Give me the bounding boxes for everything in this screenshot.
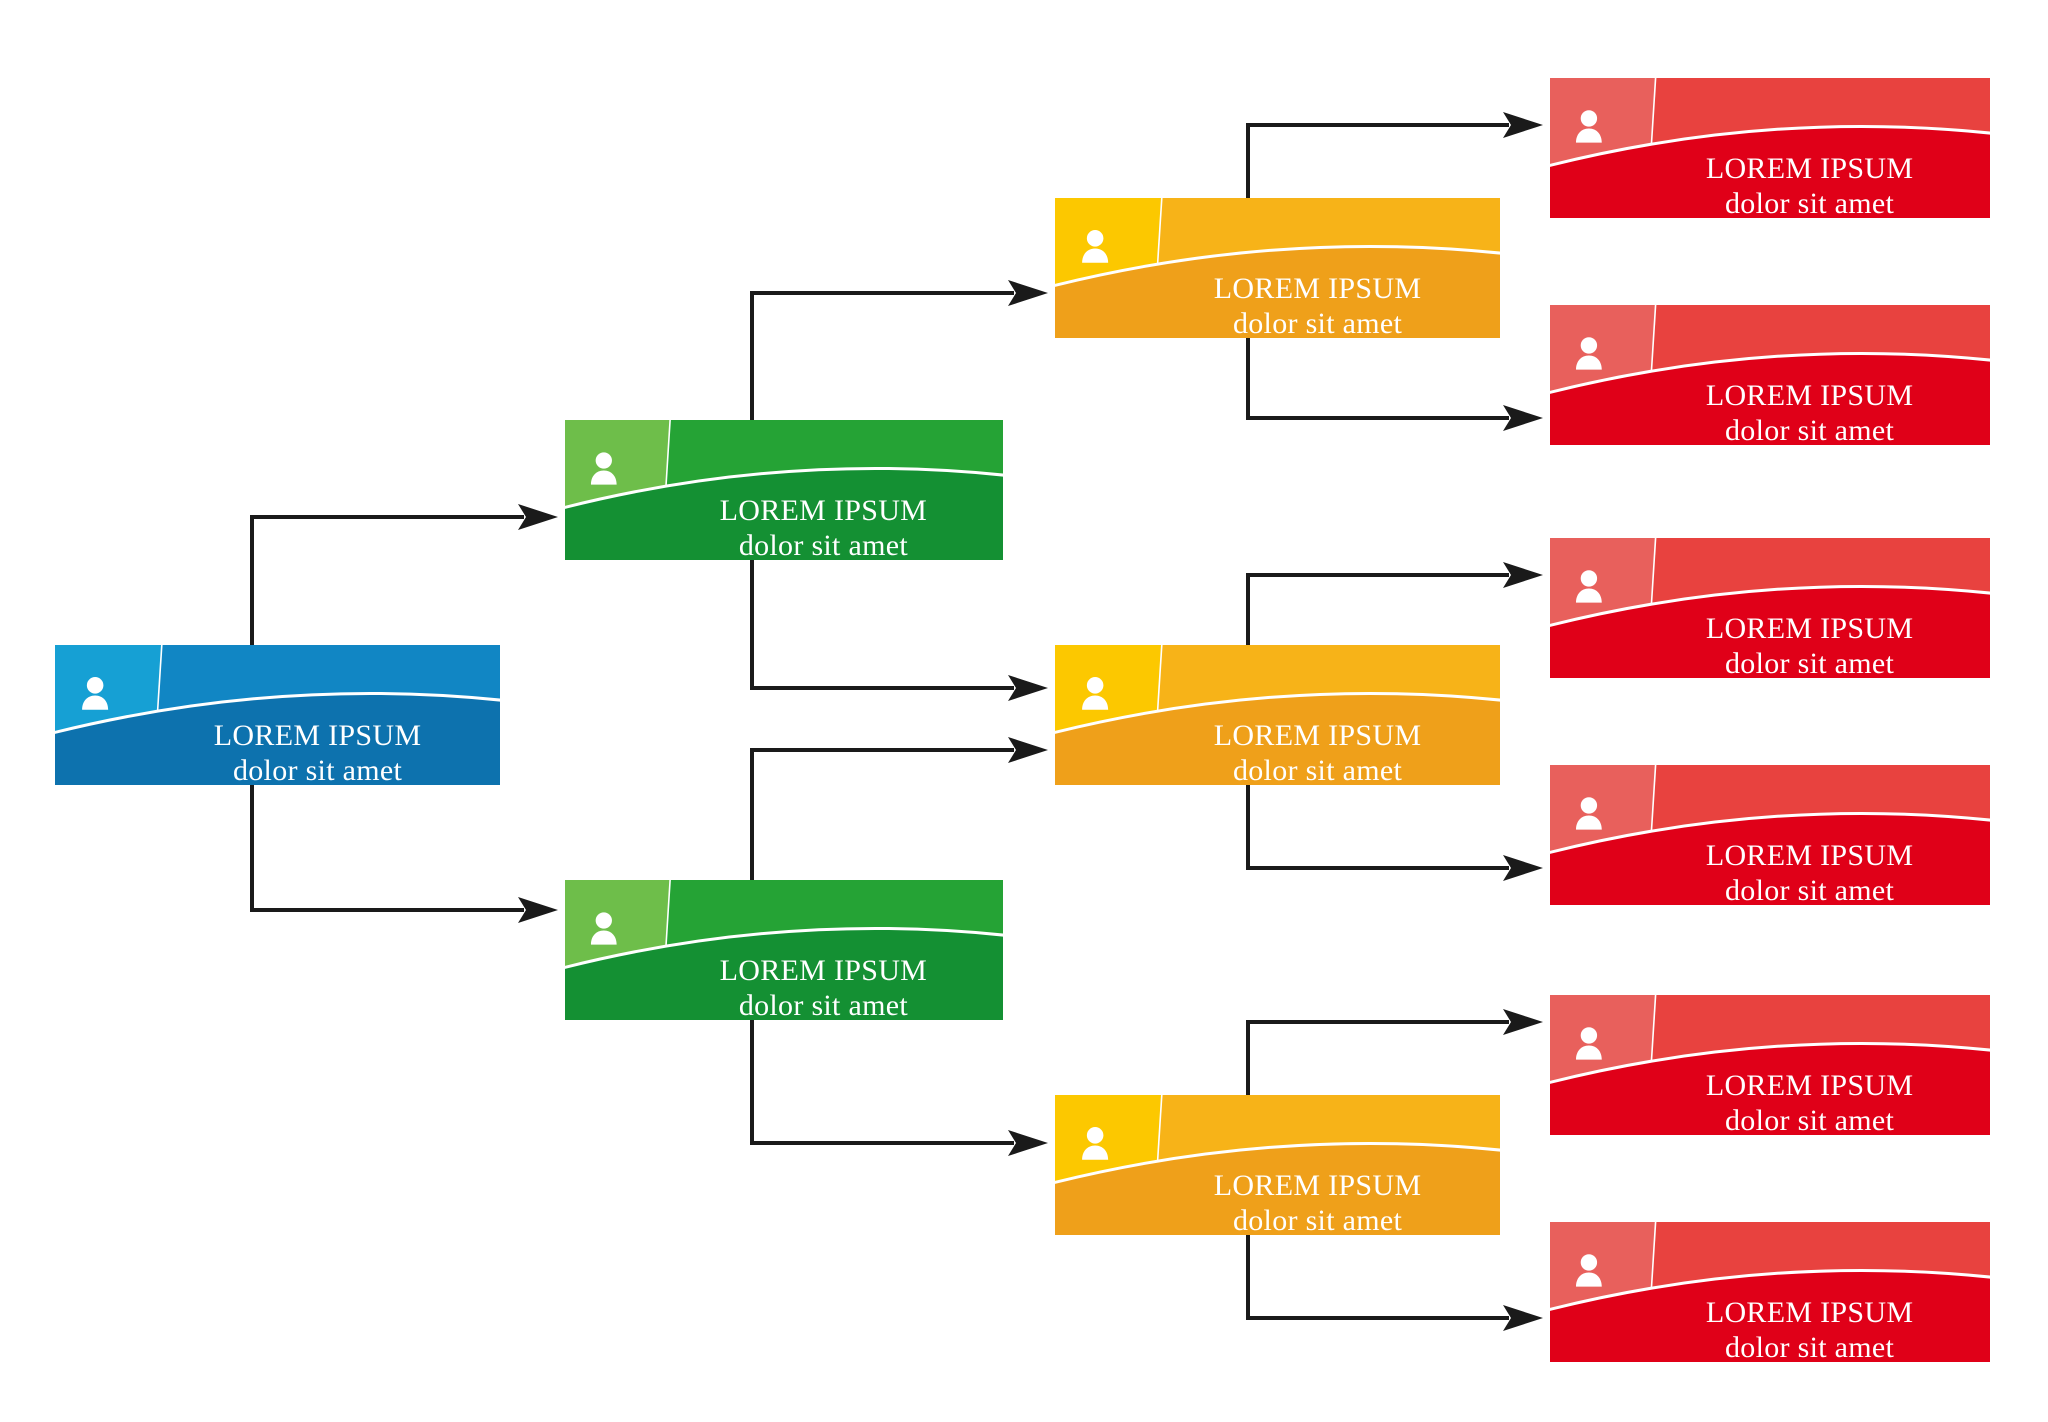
arrowhead-icon <box>518 504 558 530</box>
connector-root-to-green-1 <box>250 504 558 645</box>
connector-orange-1-to-red-2 <box>1246 338 1543 431</box>
connector-green-2-to-orange-2 <box>750 737 1048 880</box>
arrowhead-icon <box>1008 280 1048 306</box>
node-graphic <box>1550 765 1990 905</box>
node-graphic <box>1550 995 1990 1135</box>
node-graphic <box>565 880 1003 1020</box>
person-icon <box>1081 230 1108 263</box>
connector-root-to-green-2 <box>250 785 558 923</box>
person-icon <box>591 912 618 945</box>
arrowhead-icon <box>1008 737 1048 763</box>
arrowhead-icon <box>1008 1130 1048 1156</box>
arrowhead-icon <box>1503 1009 1543 1035</box>
connector-green-2-to-orange-3 <box>750 1020 1048 1156</box>
node-graphic <box>55 645 500 785</box>
person-icon <box>1576 337 1603 370</box>
connector-line <box>250 785 524 912</box>
connector-line <box>750 748 1014 880</box>
connector-line <box>750 291 1014 420</box>
person-icon <box>1576 570 1603 603</box>
arrowhead-icon <box>1503 562 1543 588</box>
arrowhead-icon <box>1503 405 1543 431</box>
connector-green-1-to-orange-1 <box>750 280 1048 420</box>
person-icon <box>81 677 108 710</box>
node-graphic <box>1550 78 1990 218</box>
connector-orange-3-to-red-5 <box>1246 1009 1543 1095</box>
connector-line <box>1246 1235 1509 1320</box>
arrowhead-icon <box>1503 1305 1543 1331</box>
node-graphic <box>1055 198 1500 338</box>
connector-line <box>1246 123 1509 198</box>
person-icon <box>1081 1127 1108 1160</box>
person-icon <box>1576 110 1603 143</box>
connector-orange-2-to-red-3 <box>1246 562 1543 645</box>
connector-orange-1-to-red-1 <box>1246 112 1543 198</box>
node-graphic <box>565 420 1003 560</box>
node-graphic <box>1550 305 1990 445</box>
connector-line <box>1246 338 1509 420</box>
connector-line <box>250 515 524 645</box>
person-icon <box>1576 1027 1603 1060</box>
person-icon <box>1081 677 1108 710</box>
arrowhead-icon <box>1503 112 1543 138</box>
arrowhead-icon <box>1503 855 1543 881</box>
person-icon <box>1576 797 1603 830</box>
connector-line <box>750 1020 1014 1145</box>
node-graphic <box>1550 1222 1990 1362</box>
connector-orange-3-to-red-6 <box>1246 1235 1543 1331</box>
node-graphic <box>1055 645 1500 785</box>
arrowhead-icon <box>518 897 558 923</box>
person-icon <box>591 452 618 485</box>
arrowhead-icon <box>1008 675 1048 701</box>
person-icon <box>1576 1254 1603 1287</box>
connector-line <box>1246 573 1509 645</box>
node-graphic <box>1550 538 1990 678</box>
connector-line <box>1246 785 1509 870</box>
connector-line <box>750 560 1014 690</box>
connector-orange-2-to-red-4 <box>1246 785 1543 881</box>
connector-green-1-to-orange-2 <box>750 560 1048 701</box>
node-graphic <box>1055 1095 1500 1235</box>
connector-line <box>1246 1020 1509 1095</box>
